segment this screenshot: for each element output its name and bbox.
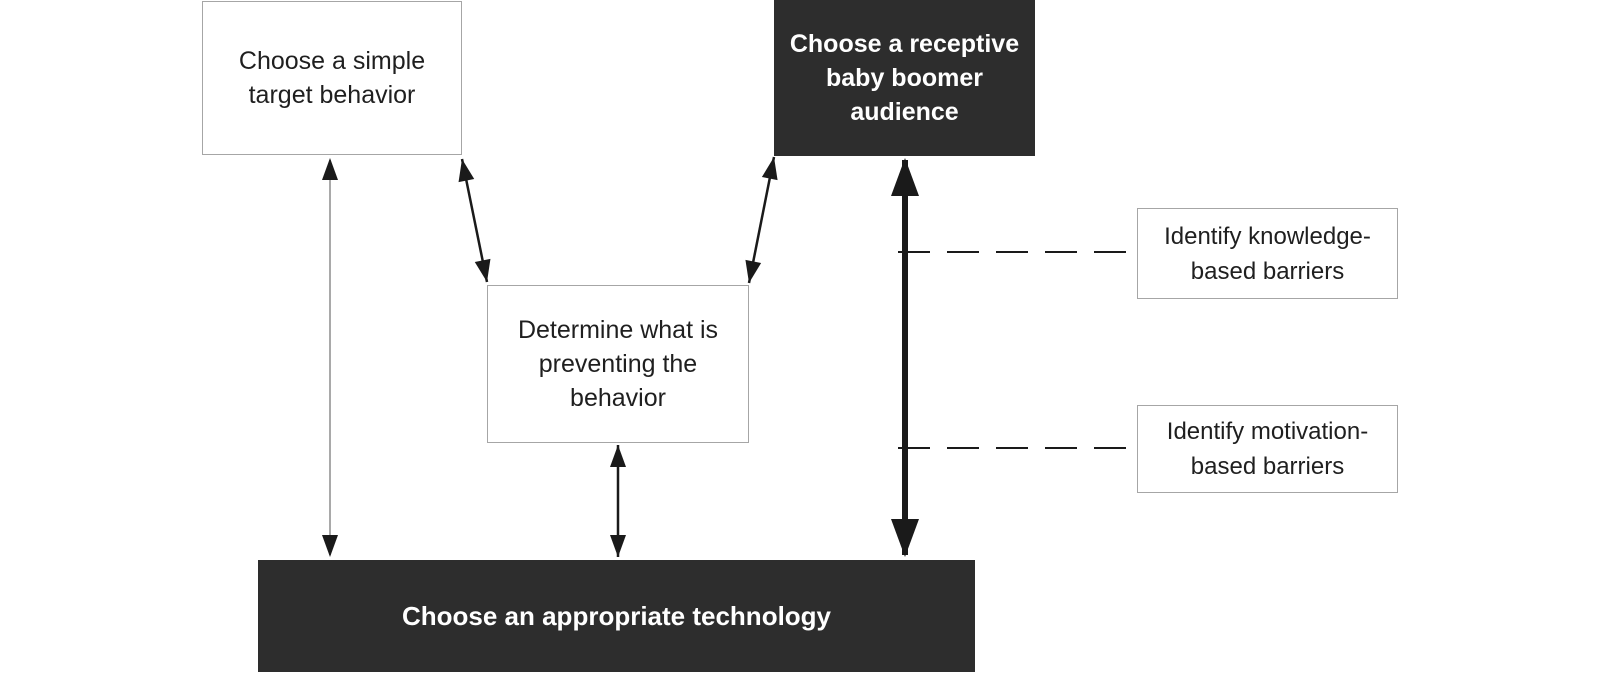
arrow-receptive-audience-to-technology <box>891 158 919 557</box>
arrow-simple-behavior-to-preventing <box>458 158 491 283</box>
arrow-preventing-to-technology <box>610 445 626 557</box>
node-identify-motivation-based-barriers-label: Identify motivation-based barriers <box>1166 418 1369 480</box>
node-identify-knowledge-based-barriers-label: Identify knowledge-based barriers <box>1164 222 1371 285</box>
node-identify-motivation-based-barriers: Identify motivation-based barriers <box>1137 405 1398 493</box>
arrow-receptive-audience-to-preventing <box>745 156 778 284</box>
node-choose-appropriate-technology: Choose an appropriate technology <box>258 560 975 672</box>
arrow-simple-behavior-to-technology <box>322 158 338 557</box>
node-identify-knowledge-based-barriers: Identify knowledge-based barriers <box>1137 208 1398 299</box>
node-choose-appropriate-technology-label: Choose an appropriate technology <box>401 601 832 631</box>
